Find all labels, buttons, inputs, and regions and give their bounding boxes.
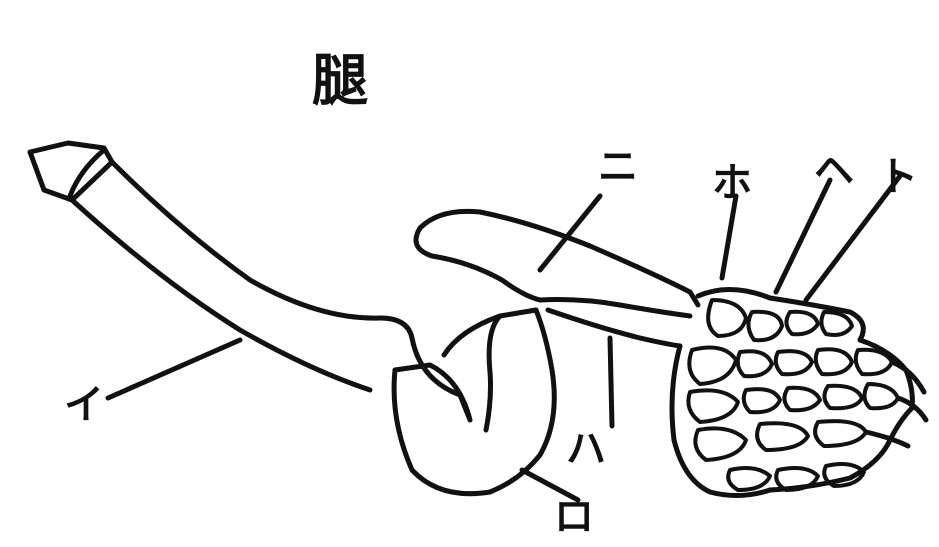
leader-lines — [105, 173, 903, 503]
diagram-title: 腿 — [312, 48, 368, 114]
fibula-bone — [413, 208, 701, 349]
label-ho: ホ — [712, 159, 752, 206]
label-i: イ — [64, 381, 104, 428]
foot-bones — [669, 286, 929, 498]
label-ni: ニ — [598, 143, 638, 190]
label-to: ト — [878, 153, 918, 200]
femur-bone — [27, 140, 415, 393]
tibia-bone — [391, 307, 557, 497]
label-ro: ロ — [554, 493, 594, 540]
label-he: ヘ — [814, 147, 854, 194]
label-ha: ハ — [566, 425, 606, 472]
